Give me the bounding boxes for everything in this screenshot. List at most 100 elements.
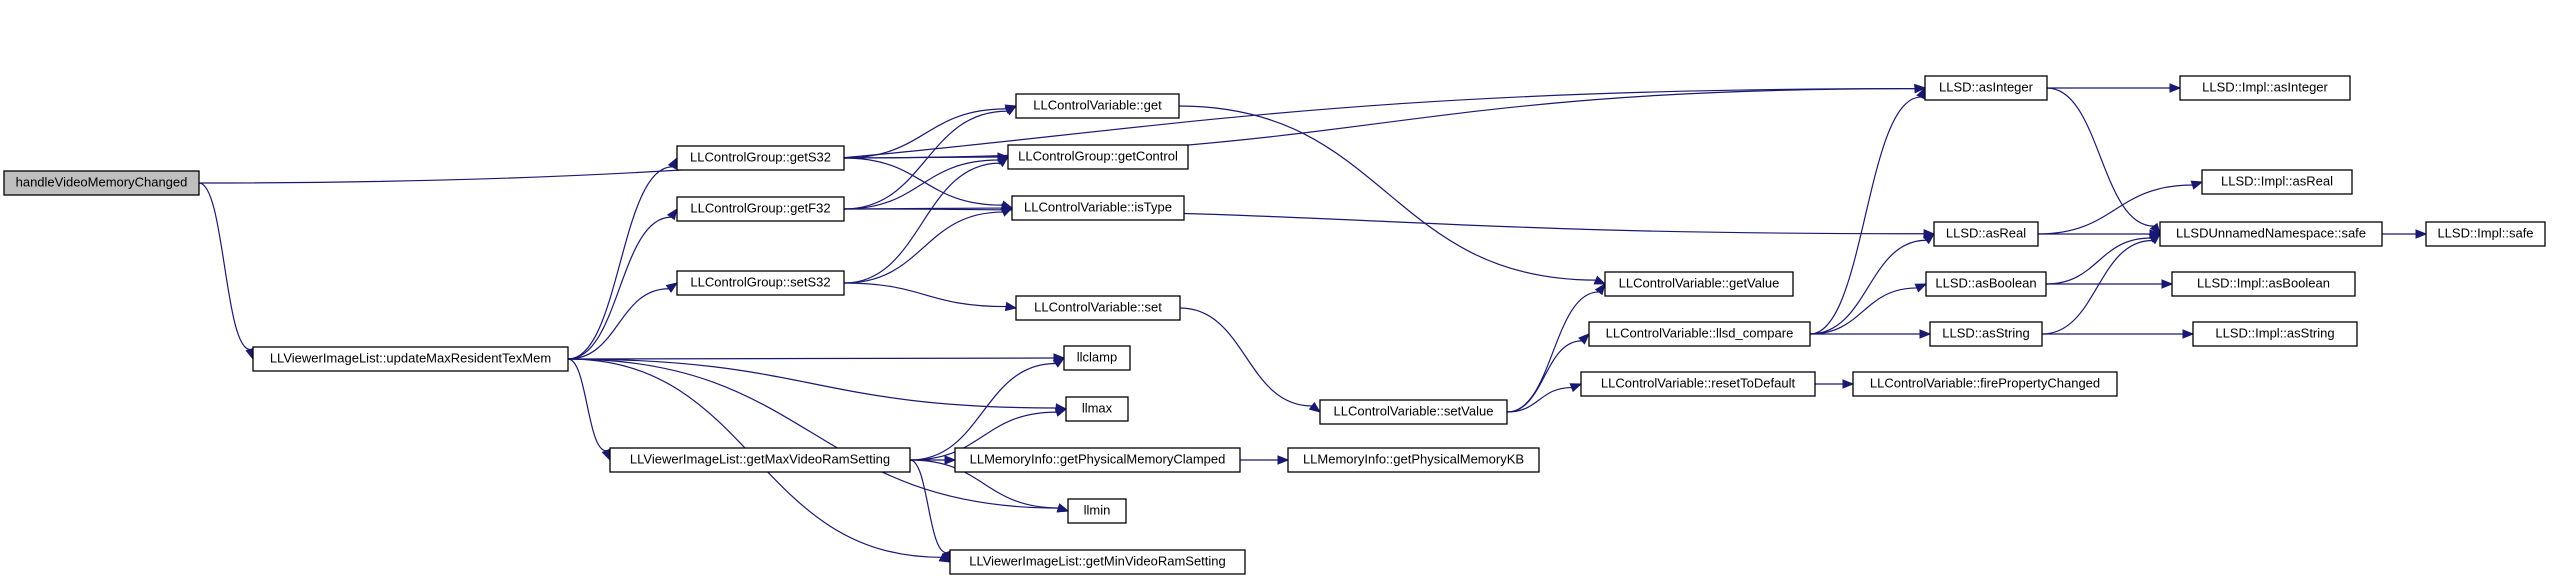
arrowhead-icon: [996, 156, 1010, 168]
node-label: LLSD::asString: [1942, 325, 2029, 340]
node-label: LLControlVariable::getValue: [1619, 275, 1780, 290]
call-edge: [2046, 279, 2174, 289]
node-llsd-as-string[interactable]: LLSD::asString: [1929, 321, 2043, 347]
node-llsd-as-integer[interactable]: LLSD::asInteger: [1924, 75, 2048, 101]
node-control-group-set-s32[interactable]: LLControlGroup::setS32: [676, 270, 845, 296]
node-llsd-as-boolean[interactable]: LLSD::asBoolean: [1925, 271, 2047, 297]
node-get-physical-memory-clamped[interactable]: LLMemoryInfo::getPhysicalMemoryClamped: [954, 447, 1241, 473]
node-llclamp[interactable]: llclamp: [1063, 345, 1131, 371]
node-label: LLSDUnnamedNamespace::safe: [2176, 225, 2366, 240]
arrowhead-icon: [1569, 383, 1583, 393]
node-control-variable-set[interactable]: LLControlVariable::set: [1015, 295, 1181, 321]
arrowhead-icon: [1578, 333, 1590, 345]
call-edge: [567, 358, 611, 462]
call-edge-line: [567, 358, 1059, 509]
call-edge-line: [843, 211, 1003, 284]
call-edge-line: [843, 108, 1007, 159]
call-edge-line: [1506, 386, 1572, 413]
node-label: LLViewerImageList::updateMaxResidentTexM…: [270, 350, 551, 365]
call-edge-line: [909, 411, 1057, 461]
node-label: LLSD::asInteger: [1939, 79, 2034, 94]
node-label: LLSD::asBoolean: [1935, 275, 2036, 290]
call-edge: [567, 207, 678, 360]
call-edge-line: [567, 216, 672, 360]
arrowhead-icon: [1842, 379, 1855, 389]
node-control-variable-is-type[interactable]: LLControlVariable::isType: [1011, 195, 1185, 221]
arrowhead-icon: [1914, 283, 1928, 293]
arrowhead-icon: [2415, 229, 2428, 239]
call-edge: [1179, 307, 1322, 413]
arrowhead-icon: [1056, 503, 1070, 513]
node-get-min-video-ram-setting[interactable]: LLViewerImageList::getMinVideoRamSetting: [949, 549, 1246, 575]
call-edge: [843, 156, 1010, 284]
call-edge: [1506, 333, 1590, 413]
node-label: LLControlVariable::get: [1033, 97, 1162, 112]
node-llsd-unnamed-namespace-safe[interactable]: LLSDUnnamedNamespace::safe: [2159, 221, 2383, 247]
call-edge: [2041, 233, 2162, 335]
node-control-variable-get[interactable]: LLControlVariable::get: [1015, 93, 1180, 119]
call-edge-line: [1809, 287, 1917, 335]
node-label: LLSD::Impl::asReal: [2221, 173, 2333, 188]
node-control-group-get-f32[interactable]: LLControlGroup::getF32: [676, 196, 845, 222]
node-llsd-impl-as-boolean[interactable]: LLSD::Impl::asBoolean: [2171, 271, 2356, 297]
arrowhead-icon: [601, 448, 611, 462]
call-edge: [2047, 83, 2182, 93]
node-label: llmax: [1082, 400, 1113, 415]
call-edge-line: [198, 182, 251, 351]
node-control-variable-reset-to-default[interactable]: LLControlVariable::resetToDefault: [1580, 371, 1816, 397]
call-edge: [1814, 379, 1855, 389]
node-get-physical-memory-kb[interactable]: LLMemoryInfo::getPhysicalMemoryKB: [1287, 447, 1540, 473]
call-edge-line: [843, 88, 1916, 159]
node-label: LLViewerImageList::getMinVideoRamSetting: [969, 553, 1226, 568]
arrowhead-icon: [1054, 407, 1068, 417]
node-label: LLSD::Impl::asBoolean: [2197, 275, 2330, 290]
call-edge: [843, 157, 1014, 210]
call-edge: [567, 358, 1068, 413]
call-edge-line: [2041, 239, 2153, 335]
node-llmin[interactable]: llmin: [1067, 498, 1127, 524]
node-control-variable-set-value[interactable]: LLControlVariable::setValue: [1319, 399, 1508, 425]
node-label: llmin: [1084, 502, 1111, 517]
arrowhead-icon: [1593, 275, 1607, 285]
node-llsd-as-real[interactable]: LLSD::asReal: [1933, 221, 2039, 247]
node-control-variable-get-value[interactable]: LLControlVariable::getValue: [1604, 271, 1794, 297]
node-label: LLControlVariable::setValue: [1334, 403, 1494, 418]
node-control-group-get-s32[interactable]: LLControlGroup::getS32: [676, 145, 845, 171]
call-edge-line: [909, 459, 1059, 509]
node-label: LLControlVariable::llsd_compare: [1606, 325, 1794, 340]
node-control-group-get-control[interactable]: LLControlGroup::getControl: [1007, 144, 1189, 170]
node-llsd-impl-as-string[interactable]: LLSD::Impl::asString: [2192, 321, 2358, 347]
node-control-variable-llsd-compare[interactable]: LLControlVariable::llsd_compare: [1588, 321, 1811, 347]
arrowhead-icon: [1594, 282, 1606, 296]
node-llmax[interactable]: llmax: [1065, 396, 1129, 422]
arrowhead-icon: [1919, 329, 1932, 339]
call-edge: [2042, 329, 2195, 339]
call-edge-line: [1506, 340, 1582, 413]
arrowhead-icon: [2190, 180, 2204, 190]
node-get-max-video-ram-setting[interactable]: LLViewerImageList::getMaxVideoRamSetting: [609, 447, 911, 473]
node-llsd-impl-as-integer[interactable]: LLSD::Impl::asInteger: [2179, 75, 2351, 101]
node-control-variable-fire-property-changed[interactable]: LLControlVariable::firePropertyChanged: [1852, 371, 2118, 397]
call-edge: [843, 207, 1014, 284]
node-llsd-impl-safe[interactable]: LLSD::Impl::safe: [2425, 221, 2546, 247]
call-edge-line: [567, 166, 673, 360]
call-edge-line: [2037, 184, 2193, 235]
call-edge: [567, 156, 678, 360]
arrowhead-icon: [2169, 83, 2182, 93]
arrowhead-icon: [2148, 233, 2162, 245]
node-label: LLMemoryInfo::getPhysicalMemoryKB: [1303, 451, 1524, 466]
call-edge-line: [567, 358, 607, 452]
call-edge: [909, 459, 1070, 513]
call-edge: [909, 357, 1066, 461]
call-edge-line: [567, 358, 1057, 409]
node-llsd-impl-as-real[interactable]: LLSD::Impl::asReal: [2201, 169, 2353, 195]
node-handle-video-memory-changed[interactable]: handleVideoMemoryChanged: [3, 170, 200, 196]
call-edge-line: [198, 87, 1916, 184]
arrowhead-icon: [1914, 83, 1927, 94]
node-label: LLControlGroup::getF32: [690, 200, 830, 215]
node-label: LLMemoryInfo::getPhysicalMemoryClamped: [970, 451, 1226, 466]
node-label: llclamp: [1077, 349, 1117, 364]
call-edge: [909, 407, 1068, 461]
node-update-max-resident-tex-mem[interactable]: LLViewerImageList::updateMaxResidentTexM…: [252, 346, 569, 372]
call-edge: [1178, 105, 1607, 285]
